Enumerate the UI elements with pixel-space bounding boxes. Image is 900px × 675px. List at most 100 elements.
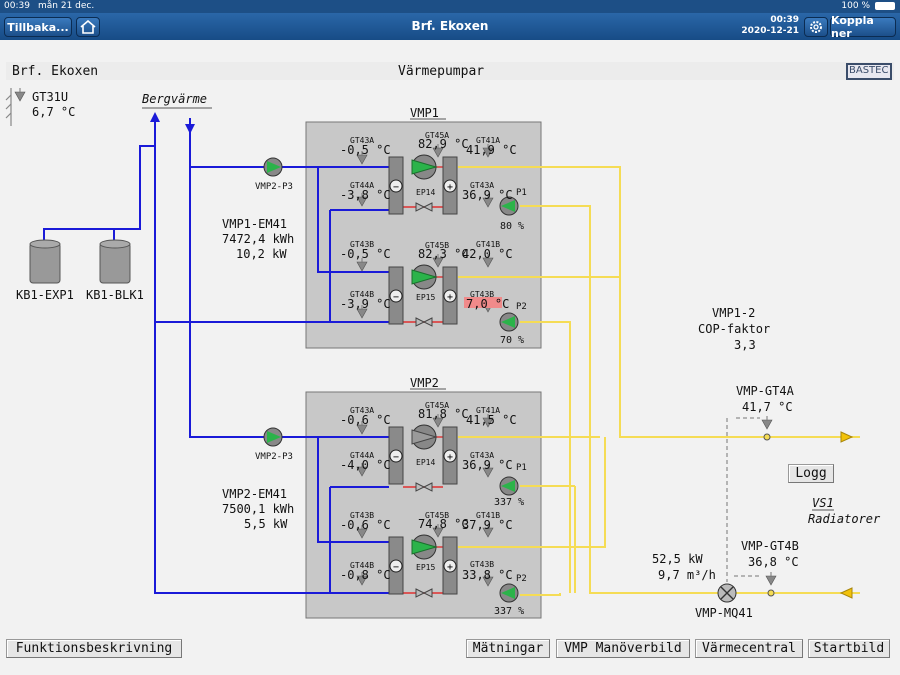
vmp-control-button[interactable]: VMP Manöverbild bbox=[556, 639, 690, 658]
sensor-value: -0,5 °C bbox=[340, 143, 391, 157]
vmp1-meter-energy: 7472,4 kWh bbox=[222, 232, 295, 246]
pump-speed: 337 % bbox=[494, 606, 525, 617]
sensor-name: GT44A bbox=[350, 181, 375, 190]
heating-pipes bbox=[458, 166, 860, 596]
logout-button[interactable]: Koppla ner bbox=[830, 14, 896, 40]
status-date: mån 21 dec. bbox=[38, 1, 95, 11]
vs1-desc: Radiatorer bbox=[808, 512, 881, 526]
compressor-label: EP15 bbox=[416, 563, 436, 572]
sensor-value: 41,9 °C bbox=[466, 143, 517, 157]
sensor-value: 36,9 °C bbox=[462, 188, 513, 202]
sensor-value: -0,6 °C bbox=[340, 413, 391, 427]
cop-value: 3,3 bbox=[734, 338, 756, 352]
vmp2-pump-label: VMP2-P3 bbox=[255, 452, 293, 462]
bastec-logo bbox=[846, 63, 892, 80]
logg-button[interactable]: Logg bbox=[788, 464, 834, 483]
start-screen-button[interactable]: Startbild bbox=[808, 639, 890, 658]
settings-button[interactable] bbox=[804, 17, 828, 37]
sensor-name: GT43B bbox=[350, 511, 375, 520]
bergvarme-label: Bergvärme bbox=[142, 92, 208, 106]
vmp2-components: − + − + bbox=[388, 424, 458, 598]
status-bar: 00:39 mån 21 dec. 100 % bbox=[0, 0, 900, 13]
sensor-name: GT44A bbox=[350, 451, 375, 460]
sensor-name: GT45B bbox=[425, 511, 450, 520]
sensor-value: 41,5 °C bbox=[466, 413, 517, 427]
gt4a-probe bbox=[763, 433, 771, 441]
supply-out-arrow bbox=[840, 431, 854, 443]
measurements-button[interactable]: Mätningar bbox=[466, 639, 550, 658]
site-name: Brf. Ekoxen bbox=[12, 64, 99, 79]
pump-speed: 70 % bbox=[500, 335, 525, 346]
scada-canvas: − + − + − + − + bbox=[0, 40, 900, 675]
vs1-name: VS1 bbox=[812, 496, 834, 510]
svg-text:+: + bbox=[447, 452, 453, 463]
svg-text:−: − bbox=[393, 182, 399, 193]
pump-speed: 80 % bbox=[500, 221, 525, 232]
sensor-name: GT45B bbox=[425, 241, 450, 250]
gt4b-value: 36,8 °C bbox=[748, 555, 799, 569]
vmp2-meter-energy: 7500,1 kWh bbox=[222, 502, 295, 516]
tanks bbox=[29, 239, 131, 284]
pump-label: P1 bbox=[516, 463, 527, 473]
nav-clock-time: 00:39 bbox=[770, 15, 799, 25]
sensor-value: -4,0 °C bbox=[340, 458, 391, 472]
header-bar bbox=[6, 62, 894, 80]
vmp1-meter-name: VMP1-EM41 bbox=[222, 217, 288, 231]
sensor-name: GT45A bbox=[425, 401, 450, 410]
svg-text:−: − bbox=[393, 452, 399, 463]
gt4b-probe bbox=[767, 589, 775, 597]
mq41-flow: 9,7 m³/h bbox=[658, 568, 716, 582]
return-in-arrow bbox=[839, 587, 853, 599]
sensor-name: GT45A bbox=[425, 131, 450, 140]
svg-text:−: − bbox=[393, 292, 399, 303]
vmp1-meter-power: 10,2 kW bbox=[236, 247, 287, 261]
compressor-label: EP15 bbox=[416, 293, 436, 302]
vmp2-meter-name: VMP2-EM41 bbox=[222, 487, 288, 501]
back-label: Tillbaka... bbox=[7, 20, 69, 34]
sensor-value: 36,9 °C bbox=[462, 458, 513, 472]
vmp1-title: VMP1 bbox=[410, 106, 439, 120]
sensor-name: GT43A bbox=[350, 406, 375, 415]
flow-meter-icon bbox=[717, 583, 737, 603]
sensor-value-alarm: 7,0 °C bbox=[466, 297, 510, 311]
pump-speed: 337 % bbox=[494, 497, 525, 508]
logout-label: Koppla ner bbox=[831, 14, 874, 40]
sensor-value: 42,0 °C bbox=[462, 247, 513, 261]
vmp2-meter-power: 5,5 kW bbox=[244, 517, 288, 531]
vmp1-components: − + − + bbox=[388, 154, 458, 327]
outdoor-sensor-name: GT31U bbox=[32, 90, 69, 104]
pumps bbox=[263, 157, 519, 603]
gear-icon bbox=[810, 21, 822, 33]
sensor-value: 82,9 °C bbox=[418, 137, 469, 151]
pump-label: P2 bbox=[516, 574, 527, 584]
tank-label: KB1-BLK1 bbox=[86, 288, 144, 302]
sensor-name: GT41B bbox=[476, 511, 501, 520]
sensor-value: 81,8 °C bbox=[418, 407, 469, 421]
heating-plant-button[interactable]: Värmecentral bbox=[695, 639, 803, 658]
back-button[interactable]: Tillbaka... bbox=[4, 17, 72, 37]
sensor-value: 37,9 °C bbox=[462, 518, 513, 532]
status-time: 00:39 bbox=[4, 1, 30, 11]
svg-text:−: − bbox=[393, 562, 399, 573]
compressor-label: EP14 bbox=[416, 188, 436, 197]
pump-label: P2 bbox=[516, 302, 527, 312]
outdoor-sensor-value: 6,7 °C bbox=[32, 105, 76, 119]
battery-percent: 100 % bbox=[841, 1, 870, 11]
home-button[interactable] bbox=[76, 17, 100, 37]
pump-label: P1 bbox=[516, 188, 527, 198]
sensor-name: GT43B bbox=[470, 290, 495, 299]
svg-text:+: + bbox=[447, 292, 453, 303]
gt4a-value: 41,7 °C bbox=[742, 400, 793, 414]
sensor-name: GT41B bbox=[476, 240, 501, 249]
sensor-name: GT43A bbox=[470, 181, 495, 190]
function-description-button[interactable]: Funktionsbeskrivning bbox=[6, 639, 182, 658]
sensor-value: 33,8 °C bbox=[462, 568, 513, 582]
nav-clock-date: 2020-12-21 bbox=[741, 26, 799, 36]
supply-arrow-up bbox=[150, 112, 160, 122]
vmp2-title: VMP2 bbox=[410, 376, 439, 390]
sensor-name: GT41A bbox=[476, 406, 501, 415]
sensor-name: GT44B bbox=[350, 290, 375, 299]
svg-text:+: + bbox=[447, 562, 453, 573]
brine-pipes bbox=[43, 118, 389, 594]
